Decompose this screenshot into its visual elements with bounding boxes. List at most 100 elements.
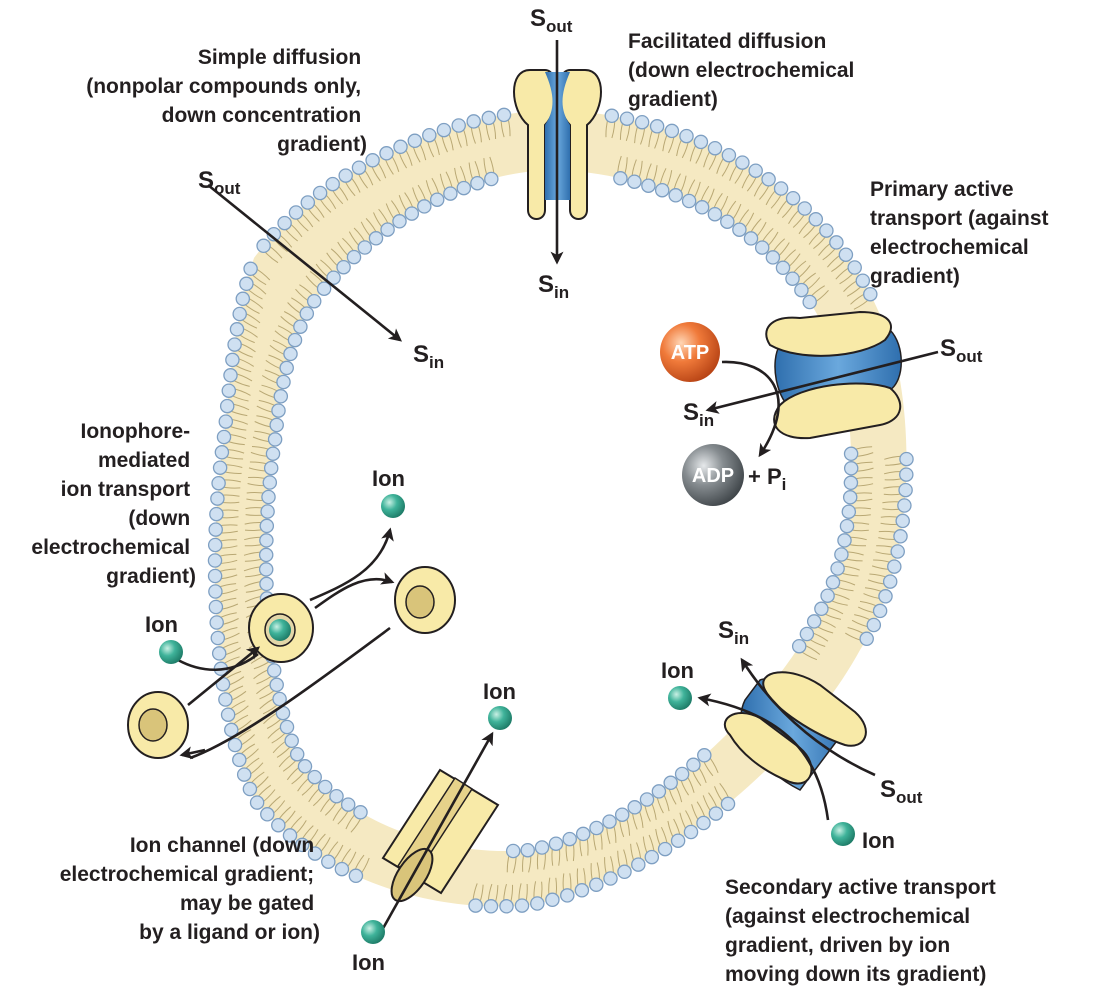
lipid-head (721, 147, 737, 163)
lipid-head (627, 174, 642, 189)
lipid-head (348, 868, 364, 884)
lipid-head (794, 282, 809, 298)
lipid-head (872, 603, 888, 619)
label-s-in-simple: Sin (413, 341, 444, 372)
lipid-head (619, 111, 635, 126)
lipid-head (614, 807, 630, 822)
lipid-head (530, 896, 545, 911)
lipid-head (259, 533, 274, 548)
lipid-head (299, 306, 315, 321)
lipid-head (820, 588, 835, 603)
lipid-head (657, 841, 673, 857)
lipid-head (686, 757, 701, 773)
lipid-head (258, 562, 274, 577)
lipid-head (207, 568, 223, 584)
lipid-head (379, 146, 394, 161)
lipid-head (631, 857, 646, 872)
lipid-head (260, 807, 275, 822)
lipid-head (223, 368, 238, 383)
lipid-head (267, 432, 283, 447)
lipid-head (651, 784, 667, 799)
lipid-head (208, 522, 223, 537)
label-s-out-secondary: Sout (880, 776, 923, 807)
lipid-head (221, 383, 237, 398)
lipid-head (307, 846, 323, 861)
lipid-head (575, 826, 591, 842)
lipid-head (249, 795, 265, 810)
lipid-head (326, 270, 341, 285)
lipid-head (694, 200, 710, 215)
lipid-head (392, 214, 407, 229)
lipid-head (417, 199, 432, 214)
lipid-head (218, 414, 234, 429)
lipid-head (235, 291, 251, 307)
lipid-head (380, 222, 395, 237)
lipid-head (603, 871, 618, 886)
lipid-head (899, 467, 914, 482)
lipid-head (265, 446, 281, 461)
lipid-head (229, 322, 245, 337)
lipid-head (627, 800, 642, 815)
lipid-head (863, 286, 878, 302)
label-s-out-primary: Sout (940, 335, 983, 366)
lipid-head (843, 475, 859, 491)
lipid-head (466, 114, 481, 129)
lipid-head (353, 805, 368, 820)
lipid-head (329, 788, 344, 804)
lipid-head (212, 460, 228, 475)
lipid-head (843, 461, 859, 476)
lipid-head (258, 547, 274, 563)
lipid-head (259, 518, 275, 534)
lipid-head (220, 707, 236, 722)
lipid-head (897, 498, 912, 513)
lipid-head (574, 883, 590, 898)
lipid-head (334, 861, 350, 877)
lipid-head (219, 398, 235, 414)
lipid-head (227, 337, 242, 352)
lipid-head (545, 892, 560, 908)
label-simple-diffusion: Simple diffusion (nonpolar compounds onl… (86, 46, 367, 156)
lipid-head (797, 201, 812, 216)
lipid-head (209, 506, 224, 522)
lipid-head (847, 260, 862, 275)
lipid-head (277, 215, 292, 231)
simple-diffusion-arrow (207, 183, 403, 342)
lipid-head (282, 828, 298, 843)
lipid-head (806, 614, 822, 629)
lipid-head (505, 843, 521, 859)
lipid-head (225, 352, 240, 368)
label-ion-channel: Ion channel (down electrochemical gradie… (60, 834, 320, 944)
lipid-head (316, 281, 332, 296)
label-atp: ATP (671, 342, 710, 364)
lipid-heads (207, 107, 914, 914)
lipid-head (841, 504, 857, 519)
label-adp: ADP (692, 465, 734, 487)
lipid-head (262, 475, 278, 490)
lipid-head (639, 792, 655, 807)
lipid-head (589, 877, 604, 892)
lipid-head (732, 222, 747, 237)
lipid-head (276, 374, 291, 390)
lipid-head (468, 898, 483, 913)
lipid-head (210, 630, 226, 646)
lipid-head (589, 820, 604, 836)
lipid-head (808, 212, 824, 227)
lipid-head (641, 178, 656, 193)
lipid-head (679, 128, 694, 144)
lipid-head (456, 180, 472, 196)
lipid-head (269, 677, 284, 693)
ion-sphere-secondary-inside (668, 686, 692, 710)
label-ion-secondary-inside: Ion (661, 658, 694, 683)
lipid-head (743, 231, 759, 246)
lipid-head (271, 817, 286, 833)
lipid-head (293, 319, 308, 334)
lipid-head (668, 188, 683, 203)
lipid-head (663, 775, 678, 791)
label-ion-channel-entry: Ion (352, 950, 385, 975)
lipid-head (483, 899, 499, 914)
adp-sphere (682, 444, 744, 506)
lipid-head (243, 261, 258, 277)
lipid-head (284, 733, 299, 749)
lipid-head (351, 160, 367, 175)
lipid-head (271, 403, 286, 418)
